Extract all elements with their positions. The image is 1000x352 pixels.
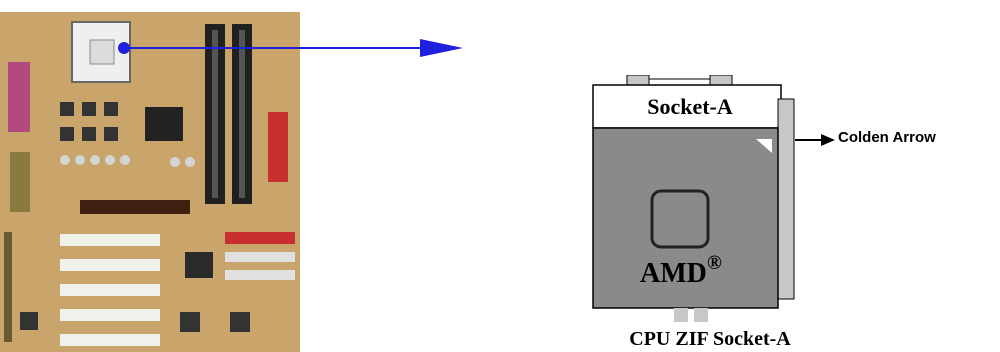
latch-bar (648, 78, 711, 86)
brand-label: AMD® (640, 252, 722, 290)
brand-name: AMD (640, 258, 707, 289)
socket-pin-left (674, 308, 688, 322)
cpu-die (650, 189, 710, 249)
socket-label: Socket-A (647, 94, 733, 119)
motherboard-image (0, 12, 300, 352)
socket-pin-right (694, 308, 708, 322)
latch-tab-left (626, 75, 650, 86)
golden-arrow-label: Colden Arrow (838, 129, 936, 146)
motherboard-illustration (0, 12, 300, 352)
diagram-caption: CPU ZIF Socket-A (629, 328, 791, 350)
arrow-head (420, 39, 463, 57)
socket-lever (777, 98, 795, 300)
socket-body-top (592, 84, 782, 129)
blue-arrow-icon (118, 39, 463, 57)
black-arrow-icon (795, 134, 835, 146)
registered-mark: ® (706, 252, 722, 274)
golden-arrow-triangle (756, 139, 772, 153)
latch-tab-right (709, 75, 733, 86)
socket-a-diagram (592, 75, 795, 322)
